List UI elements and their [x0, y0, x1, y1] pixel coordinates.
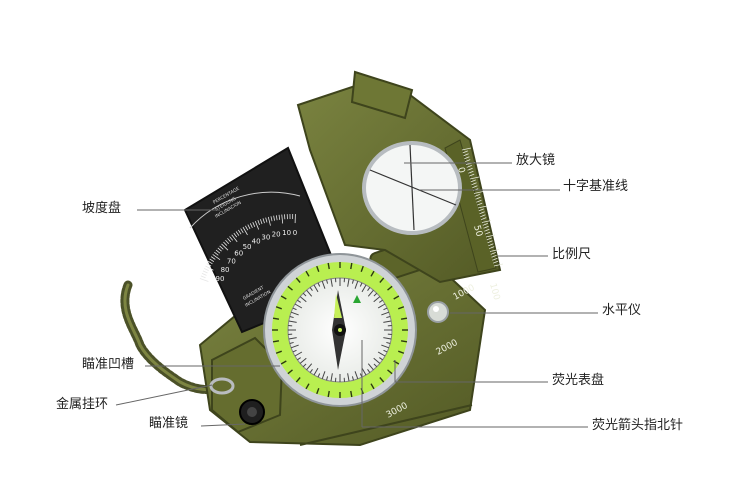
- label-metal-ring: 金属挂环: [56, 397, 108, 413]
- label-level-bubble: 水平仪: [602, 303, 641, 319]
- clinometer-number: 90: [215, 275, 224, 283]
- clinometer-number: 40: [252, 238, 261, 246]
- label-luminous-dial: 荧光表盘: [552, 373, 604, 389]
- label-scale-ruler: 比例尺: [552, 247, 591, 263]
- clinometer-number: 80: [221, 266, 230, 274]
- label-magnifier: 放大镜: [516, 153, 555, 169]
- clinometer-number: 70: [227, 257, 236, 265]
- clinometer-tick: [201, 276, 206, 278]
- clinometer-tick: [200, 278, 208, 281]
- clinometer-number: 30: [261, 234, 270, 242]
- lid-scale-number: 100: [487, 282, 501, 301]
- label-luminous-needle: 荧光箭头指北针: [592, 418, 683, 434]
- clinometer-tick: [203, 271, 208, 273]
- label-sight-notch: 瞄准凹槽: [82, 357, 134, 373]
- label-sight-lens: 瞄准镜: [149, 416, 188, 432]
- clinometer-number: 10: [282, 229, 291, 237]
- clinometer-number: 0: [293, 229, 297, 237]
- clinometer-number: 50: [243, 243, 252, 251]
- clinometer-tick: [202, 273, 207, 275]
- clinometer-tick: [204, 268, 208, 270]
- level-bubble: [428, 302, 448, 322]
- label-crosshair: 十字基准线: [563, 179, 628, 195]
- label-clinometer: 坡度盘: [82, 201, 121, 217]
- clinometer-number: 20: [272, 231, 281, 239]
